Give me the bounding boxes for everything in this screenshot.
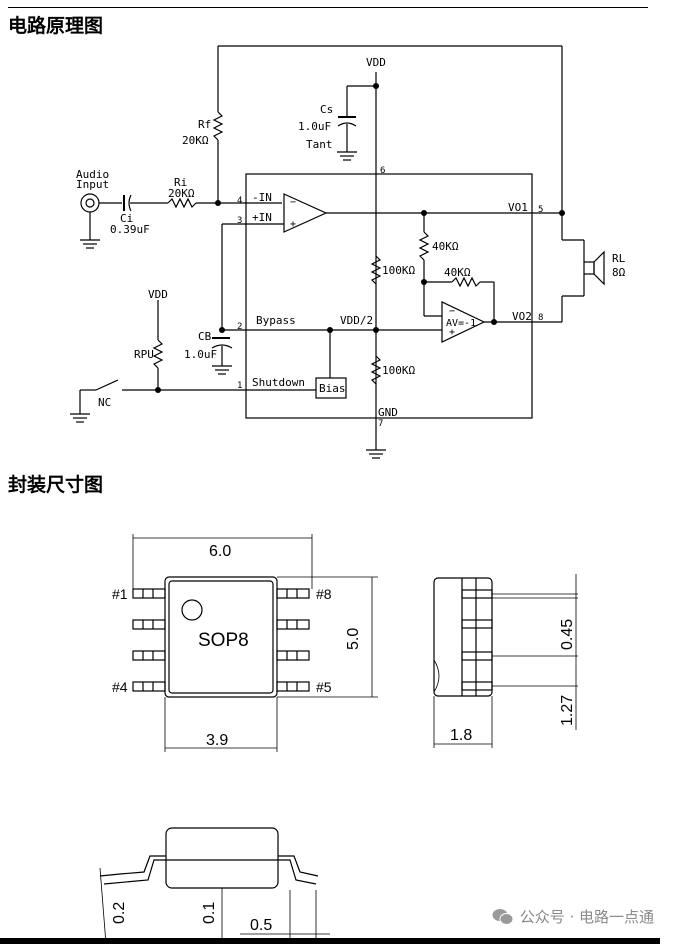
foot-height-dim: 0.2 bbox=[111, 902, 128, 924]
r100k-2-value: 100KΩ bbox=[382, 364, 415, 377]
lead-spacing-dim: 1.27 bbox=[559, 695, 576, 726]
vdd-top-label: VDD bbox=[366, 56, 386, 69]
width-body-dim: 3.9 bbox=[206, 732, 228, 749]
side-width-dim: 1.8 bbox=[450, 727, 472, 744]
bypass-label: Bypass bbox=[256, 314, 296, 327]
bias-box bbox=[315, 377, 347, 399]
pin8-label: 8 bbox=[538, 313, 543, 323]
shutdown-label: Shutdown bbox=[252, 376, 305, 389]
schematic-labels: VDD Cs 1.0uF Tant Rf 20KΩ Audio Input Ci… bbox=[76, 56, 626, 429]
vdd-left-label: VDD bbox=[148, 288, 168, 301]
rl-value: 8Ω bbox=[612, 266, 626, 279]
pos-in-label: +IN bbox=[252, 211, 272, 224]
gnd-label: GND bbox=[378, 406, 398, 419]
package-top-labels: 6.0 #1 #8 #4 #5 SOP8 3.9 5.0 bbox=[112, 543, 362, 749]
pin3-label: 3 bbox=[237, 216, 242, 226]
cs-type: Tant bbox=[306, 138, 333, 151]
package-profile-labels: 0.2 0.1 0.5 bbox=[111, 902, 272, 934]
nc-label: NC bbox=[98, 396, 111, 409]
cs-label: Cs bbox=[320, 103, 333, 116]
cs-value: 1.0uF bbox=[298, 120, 331, 133]
ri-label: Ri bbox=[174, 176, 187, 189]
package-top-view bbox=[132, 534, 378, 752]
rpu-label: RPU bbox=[134, 348, 154, 361]
vo2-label: VO2 bbox=[512, 310, 532, 323]
rf-label: Rf bbox=[198, 118, 211, 131]
neg-in-label: -IN bbox=[252, 191, 272, 204]
svg-text:−: − bbox=[449, 306, 455, 317]
watermark-text: 公众号 · 电路一点通 bbox=[519, 908, 654, 926]
wechat-icon bbox=[492, 908, 514, 925]
watermark: 公众号 · 电路一点通 bbox=[492, 906, 654, 927]
rl-label: RL bbox=[612, 252, 626, 265]
svg-text:+: + bbox=[290, 219, 296, 230]
pin8-marker: #8 bbox=[316, 586, 332, 602]
svg-text:−: − bbox=[290, 197, 296, 208]
vdd-half-label: VDD/2 bbox=[340, 314, 373, 327]
audio-label: Audio bbox=[76, 168, 109, 181]
schematic-heading: 电路原理图 bbox=[8, 15, 104, 37]
pin1-marker: #1 bbox=[112, 586, 128, 602]
av-label: AV=-1 bbox=[446, 318, 476, 329]
junction-dots bbox=[155, 83, 565, 393]
height-dim: 5.0 bbox=[345, 628, 362, 650]
standoff-dim: 0.1 bbox=[201, 902, 218, 924]
speaker-icon bbox=[583, 261, 595, 275]
r100k-1-value: 100KΩ bbox=[382, 264, 415, 277]
ci-value: 0.39uF bbox=[110, 223, 150, 236]
foot-length-dim: 0.5 bbox=[250, 917, 272, 934]
ci-label: Ci bbox=[120, 212, 133, 225]
bottom-rule bbox=[0, 938, 660, 944]
package-heading: 封装尺寸图 bbox=[8, 474, 104, 496]
top-rule bbox=[8, 7, 648, 8]
cb-label: CB bbox=[198, 330, 212, 343]
pin4-label: 4 bbox=[237, 196, 242, 206]
rf-value: 20KΩ bbox=[182, 134, 209, 147]
svg-text:+: + bbox=[449, 327, 455, 338]
input-label: Input bbox=[76, 178, 109, 191]
pin2-label: 2 bbox=[237, 322, 242, 332]
pin5-marker: #5 bbox=[316, 679, 332, 695]
package-side-view bbox=[433, 574, 578, 748]
pin1-label: 1 bbox=[237, 381, 242, 391]
bias-label: Bias bbox=[319, 382, 346, 395]
r40k-1-value: 40KΩ bbox=[432, 240, 459, 253]
package-name: SOP8 bbox=[198, 630, 249, 651]
package-side-labels: 0.45 1.27 1.8 bbox=[450, 619, 576, 744]
vo1-label: VO1 bbox=[508, 201, 528, 214]
pin5-label: 5 bbox=[538, 205, 543, 215]
package-profile-view bbox=[99, 827, 330, 944]
ri-value: 20KΩ bbox=[168, 187, 195, 200]
ic-body bbox=[245, 173, 533, 419]
r40k-2-value: 40KΩ bbox=[444, 266, 471, 279]
width-top-dim: 6.0 bbox=[209, 543, 231, 560]
schematic-wires bbox=[70, 45, 605, 459]
pin7-label: 7 bbox=[378, 419, 383, 429]
pitch-dim: 0.45 bbox=[559, 619, 576, 650]
pin6-label: 6 bbox=[380, 166, 385, 176]
pin4-marker: #4 bbox=[112, 679, 128, 695]
cb-value: 1.0uF bbox=[184, 348, 217, 361]
